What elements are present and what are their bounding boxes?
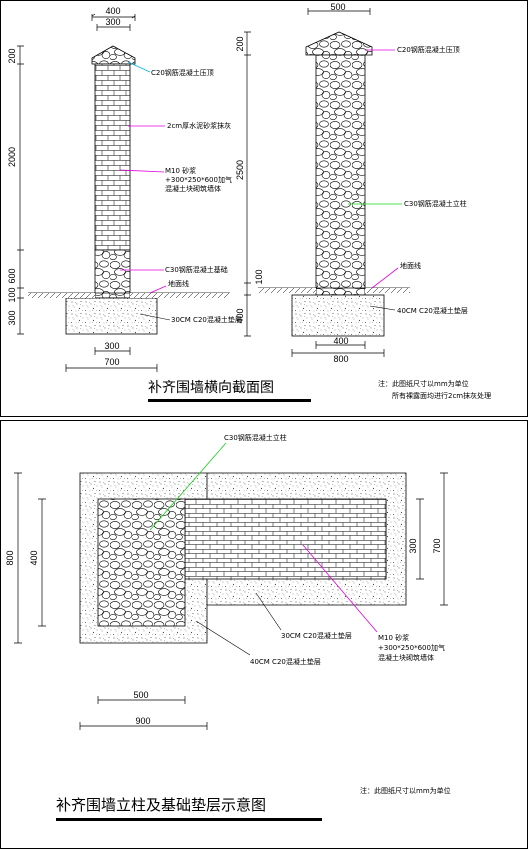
leader-plan-footing-30	[255, 592, 282, 631]
left-wall-section: 400 300 200 2000 600 100 300	[7, 6, 242, 372]
bottom-note: 注：此图纸尺寸以mm为单位	[360, 786, 451, 795]
top-note-2: 所有裸露面均进行2cm抹灰处理	[392, 391, 491, 400]
left-wall-base	[94, 249, 131, 299]
dim-plan-left-inner: 400	[29, 550, 39, 565]
dim-top-outer: 400	[105, 6, 120, 16]
label-plan-mortar-2: +300*250*600加气	[378, 643, 445, 652]
label-plan-mortar-1: M10 砂浆	[378, 633, 409, 642]
label-plan-footing-40: 40CM C20混凝土垫层	[250, 657, 321, 666]
cross-section-panel: 400 300 200 2000 600 100 300	[0, 0, 528, 417]
label-right-footing: 40CM C20混凝土垫层	[397, 306, 468, 315]
label-footing: 30CM C20混凝土垫层	[171, 315, 242, 324]
dim-right-cap: 200	[235, 36, 245, 51]
dim-right-top: 500	[330, 2, 345, 12]
right-column-footing	[291, 294, 385, 337]
left-wall-footing	[65, 297, 158, 335]
leader-right-footing	[369, 305, 396, 311]
dim-bottom-inner: 300	[104, 341, 119, 351]
plan-brick-wall	[184, 498, 387, 580]
label-plan-column: C30钢筋混凝土立柱	[224, 433, 287, 442]
dim-plan-left-outer: 800	[5, 550, 15, 565]
dim-cap-height: 200	[7, 48, 17, 63]
top-title-underline	[148, 399, 311, 402]
right-column-cap	[305, 31, 373, 56]
leader-plan-column	[149, 442, 227, 531]
leader-mortar	[119, 169, 165, 173]
label-cap: C20钢筋混凝土压顶	[151, 68, 214, 77]
label-plan-footing-30: 30CM C20混凝土垫层	[281, 631, 352, 640]
right-column-body	[315, 54, 366, 296]
dim-right-ground: 100	[254, 269, 264, 284]
dim-right-footing: 400	[235, 308, 245, 323]
dim-right-bottom-inner: 400	[333, 336, 348, 346]
leader-plan-footing-40	[195, 620, 251, 656]
label-mortar-3: 混凝土块砌筑墙体	[165, 184, 221, 193]
dim-right-bottom-outer: 800	[333, 354, 348, 364]
dim-plan-bottom-outer: 900	[135, 716, 150, 726]
label-right-cap: C20钢筋混凝土压顶	[397, 45, 460, 54]
top-title: 补齐围墙横向截面图	[148, 380, 274, 396]
top-panel-border	[0, 0, 528, 417]
label-right-ground: 地面线	[400, 261, 421, 270]
dim-right-column: 2500	[235, 160, 245, 180]
dim-plan-bottom-inner: 500	[133, 690, 148, 700]
left-wall-bricks	[94, 63, 131, 251]
dim-ground-height: 100	[7, 287, 17, 302]
bottom-title-underline	[56, 818, 322, 821]
plan-column	[97, 498, 186, 627]
label-plaster: 2cm厚水泥砂浆抹灰	[167, 121, 231, 130]
leader-ground	[149, 285, 167, 294]
plan-view-panel: 800 400 300 700 500 900 C30钢筋混凝土立柱 30CM …	[0, 420, 528, 849]
right-column-section: 500 200 2500 100 400 400 800 C20钢筋混凝土压顶 …	[235, 2, 468, 364]
dim-bottom-outer: 700	[104, 357, 119, 367]
label-mortar-1: M10 砂浆	[165, 166, 196, 175]
dim-footing-height: 300	[7, 310, 17, 325]
leader-plan-mortar	[302, 544, 378, 633]
leader-footing	[139, 313, 171, 321]
dim-top-inner: 300	[105, 17, 120, 27]
label-plan-mortar-3: 混凝土块砌筑墙体	[378, 653, 434, 662]
dim-plan-right-outer: 700	[432, 538, 442, 553]
dim-base-height: 600	[7, 268, 17, 283]
label-base: C30钢筋混凝土基础	[165, 265, 228, 274]
left-wall-cap	[91, 45, 136, 65]
leader-right-ground	[371, 267, 399, 289]
bottom-title: 补齐围墙立柱及基础垫层示意图	[56, 796, 266, 814]
top-note-1: 注：此图纸尺寸以mm为单位	[378, 379, 469, 388]
leader-cap	[127, 61, 151, 73]
label-ground: 地面线	[168, 279, 189, 288]
dim-wall-height: 2000	[7, 147, 17, 167]
label-right-column: C30钢筋混凝土立柱	[404, 199, 467, 208]
label-mortar-2: +300*250*600加气	[165, 175, 232, 184]
dim-plan-right-inner: 300	[408, 538, 418, 553]
